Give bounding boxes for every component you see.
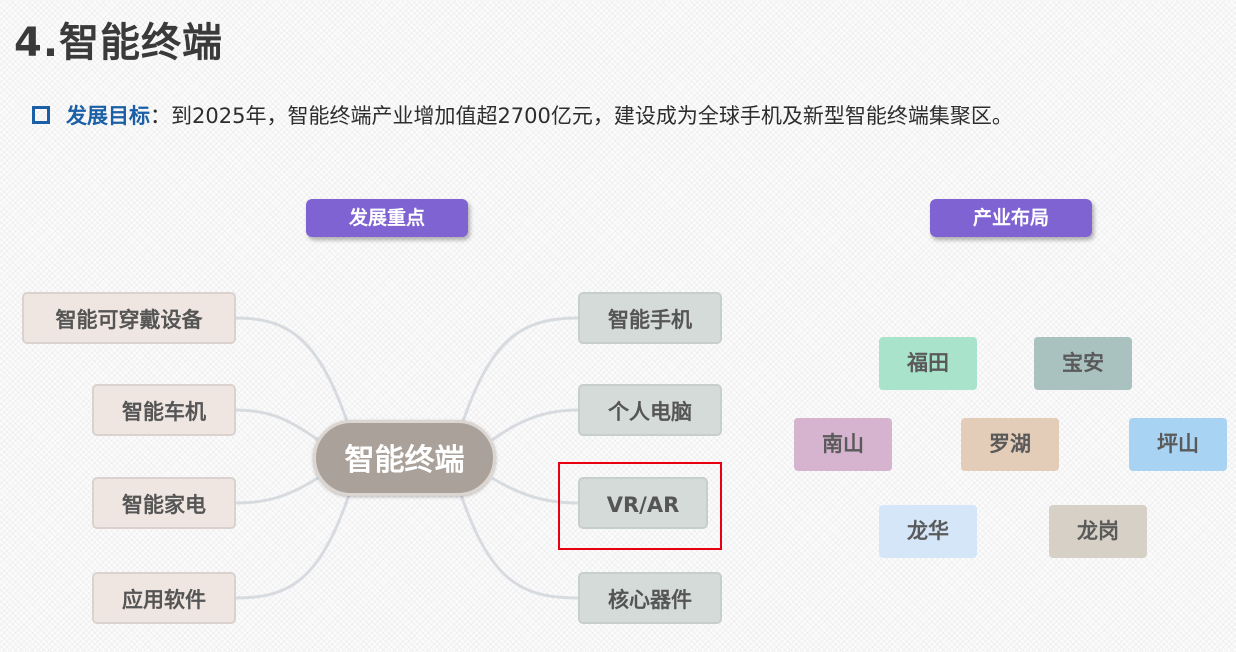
layout-header: 产业布局 [930,199,1092,237]
focus-right-item-vrar: VR/AR [578,477,708,529]
district-luohu: 罗湖 [961,418,1059,471]
connector-right-3 [491,476,579,505]
district-longhua: 龙华 [879,505,977,558]
page-title: 4.智能终端 [14,20,224,66]
highlight-box [558,462,722,550]
connector-left-2 [235,408,319,442]
goal-label: 发展目标 [66,104,150,128]
focus-left-item-wearables: 智能可穿戴设备 [22,292,236,344]
district-futian: 福田 [879,337,977,390]
connector-right-4 [458,491,579,600]
focus-left-item-software: 应用软件 [92,572,236,624]
connector-left-1 [235,316,352,431]
goal-statement: 发展目标 ：到2025年，智能终端产业增加值超2700亿元，建设成为全球手机及新… [32,100,1013,130]
goal-text: ：到2025年，智能终端产业增加值超2700亿元，建设成为全球手机及新型智能终端… [150,104,1013,128]
focus-right-item-phone: 智能手机 [578,292,722,344]
connector-left-3 [235,476,319,505]
focus-header: 发展重点 [306,199,468,237]
connector-left-4 [235,491,352,600]
mindmap-center-node: 智能终端 [313,420,496,496]
district-pingshan: 坪山 [1129,418,1227,471]
bullet-square-icon [32,106,50,124]
district-longgang: 龙岗 [1049,505,1147,558]
focus-right-item-pc: 个人电脑 [578,384,722,436]
connector-right-2 [491,408,579,442]
connector-right-1 [458,316,579,431]
focus-right-item-components: 核心器件 [578,572,722,624]
focus-left-item-car: 智能车机 [92,384,236,436]
district-nanshan: 南山 [794,418,892,471]
district-baoan: 宝安 [1034,337,1132,390]
focus-left-item-appliances: 智能家电 [92,477,236,529]
